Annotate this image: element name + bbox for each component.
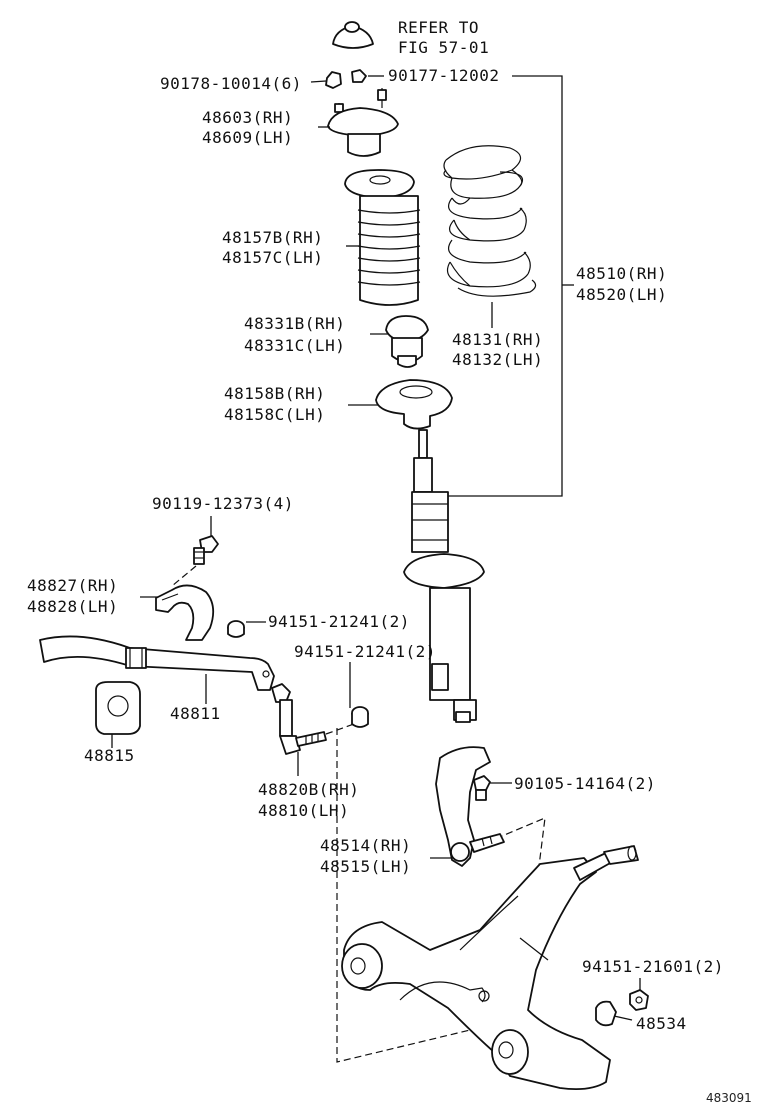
dashed-line [171,565,197,587]
upper-cap-part [332,21,374,49]
link-bushing-lower [351,706,369,728]
label-bumper-rh: 48331B(RH) [244,314,346,333]
stabilizer-bracket-part [155,584,215,641]
stabilizer-bushing-part [95,681,141,735]
label-spring-lh: 48132(LH) [452,350,544,369]
coil-spring-part [443,145,537,297]
label-bracket-rh: 48827(RH) [27,576,119,595]
strut-bracket-line [448,75,563,497]
label-nut-94151-b: 94151-21241(2) [294,642,436,661]
label-nut-90178: 90178-10014(6) [160,74,302,93]
label-link-rh: 48820B(RH) [258,780,360,799]
link-bushing-upper [227,620,245,638]
label-link-lh: 48810(LH) [258,801,350,820]
label-nut-90177: 90177-12002 [388,66,500,85]
bolt-90105 [473,775,491,801]
label-boot-lh: 48157C(LH) [222,248,324,267]
label-bracket-lh: 48828(LH) [27,597,119,616]
label-arm-bushing: 48534 [636,1014,687,1033]
label-nut-94151-c: 94151-21601(2) [582,957,724,976]
nut-94151-21601 [629,989,649,1011]
nut-90178 [325,71,342,89]
label-seat-lh: 48158C(LH) [224,405,326,424]
dashed-line [325,723,355,735]
label-support-lh: 48609(LH) [202,128,294,147]
stabilizer-bar-part [39,635,275,691]
label-boot-rh: 48157B(RH) [222,228,324,247]
label-fork-lh: 48515(LH) [320,857,412,876]
bolt-90119 [193,535,219,565]
leader-line [310,80,327,83]
label-strut-rh: 48510(RH) [576,264,668,283]
label-bolt-90105: 90105-14164(2) [514,774,656,793]
stabilizer-link-part [271,683,327,755]
label-bumper-lh: 48331C(LH) [244,336,346,355]
spring-seat-part [375,379,453,430]
suspension-fork-part [435,746,505,867]
lower-arm-part [341,845,639,1091]
nut-90177 [351,69,367,83]
upper-support-part [327,88,399,157]
shock-absorber-part [403,429,485,723]
dust-boot-part [344,169,421,306]
label-bolt-90119: 90119-12373(4) [152,494,294,513]
label-bushing: 48815 [84,746,135,765]
arm-bushing-part [595,1000,617,1027]
label-strut-lh: 48520(LH) [576,285,668,304]
leader-line [613,1015,633,1021]
label-spring-rh: 48131(RH) [452,330,544,349]
label-stabilizer-bar: 48811 [170,704,221,723]
label-refer-to: REFER TO [398,18,480,37]
label-refer-fig: FIG 57-01 [398,38,490,57]
label-nut-94151-a: 94151-21241(2) [268,612,410,631]
label-fork-rh: 48514(RH) [320,836,412,855]
figure-id: 483091 [706,1091,752,1105]
label-seat-rh: 48158B(RH) [224,384,326,403]
bump-stopper-part [385,315,429,368]
label-support-rh: 48603(RH) [202,108,294,127]
